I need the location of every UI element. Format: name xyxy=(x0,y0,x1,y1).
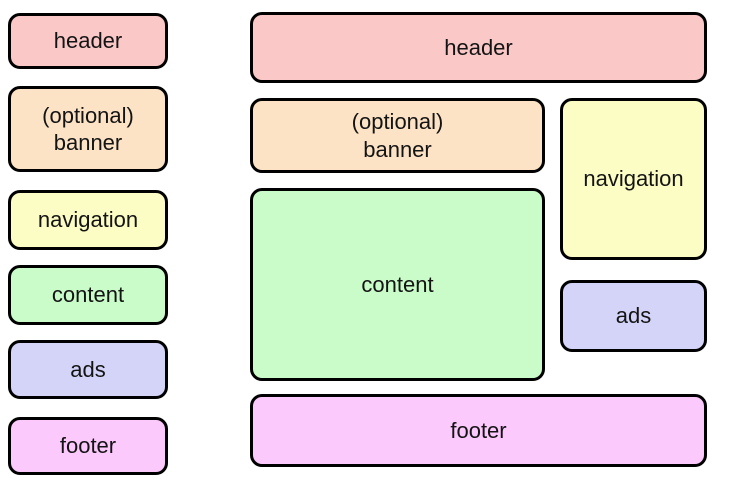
wide-ads-label: ads xyxy=(615,303,652,329)
wide-footer-box: footer xyxy=(250,394,707,467)
narrow-footer-box: footer xyxy=(8,417,168,475)
wide-content-box: content xyxy=(250,188,545,381)
wide-header-box: header xyxy=(250,12,707,83)
narrow-navigation-box: navigation xyxy=(8,190,168,250)
wide-ads-box: ads xyxy=(560,280,707,352)
narrow-footer-label: footer xyxy=(59,433,117,459)
wide-banner-box: (optional) banner xyxy=(250,98,545,173)
narrow-banner-box: (optional) banner xyxy=(8,86,168,172)
narrow-banner-label: (optional) banner xyxy=(42,102,134,156)
wide-navigation-box: navigation xyxy=(560,98,707,260)
wide-footer-label: footer xyxy=(450,417,507,443)
narrow-ads-label: ads xyxy=(70,356,106,382)
wide-banner-label: (optional) banner xyxy=(351,109,444,162)
narrow-content-box: content xyxy=(8,265,168,325)
narrow-header-label: header xyxy=(53,28,123,54)
narrow-header-box: header xyxy=(8,13,168,69)
wide-header-label: header xyxy=(444,34,513,60)
narrow-content-label: content xyxy=(51,282,125,308)
wide-content-label: content xyxy=(361,271,434,297)
narrow-navigation-label: navigation xyxy=(37,207,139,233)
wide-navigation-label: navigation xyxy=(583,166,684,192)
narrow-ads-box: ads xyxy=(8,340,168,399)
